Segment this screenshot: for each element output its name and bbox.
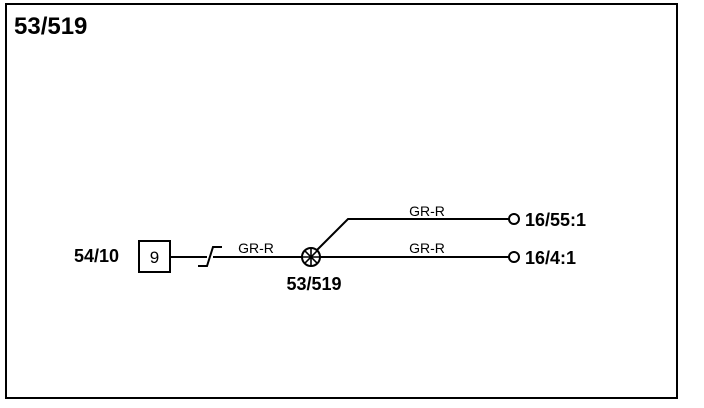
input-wire-color: GR-R (238, 240, 274, 256)
upper-wire-color: GR-R (409, 203, 445, 219)
pin-number: 9 (150, 248, 159, 267)
diagram-title: 53/519 (14, 13, 87, 40)
lower-terminal-icon (508, 251, 520, 263)
upper-branch-wire (316, 218, 509, 251)
source-connector-label: 54/10 (74, 246, 119, 266)
upper-terminal-icon (508, 213, 520, 225)
diagram-frame (5, 3, 678, 399)
lower-terminal-label: 16/4:1 (525, 248, 576, 268)
upper-terminal-label: 16/55:1 (525, 210, 586, 230)
splice-icon (301, 247, 321, 267)
lower-wire-color: GR-R (409, 240, 445, 256)
splice-label: 53/519 (286, 274, 341, 294)
wire-break-symbol (198, 246, 222, 267)
pin-box (138, 240, 171, 273)
